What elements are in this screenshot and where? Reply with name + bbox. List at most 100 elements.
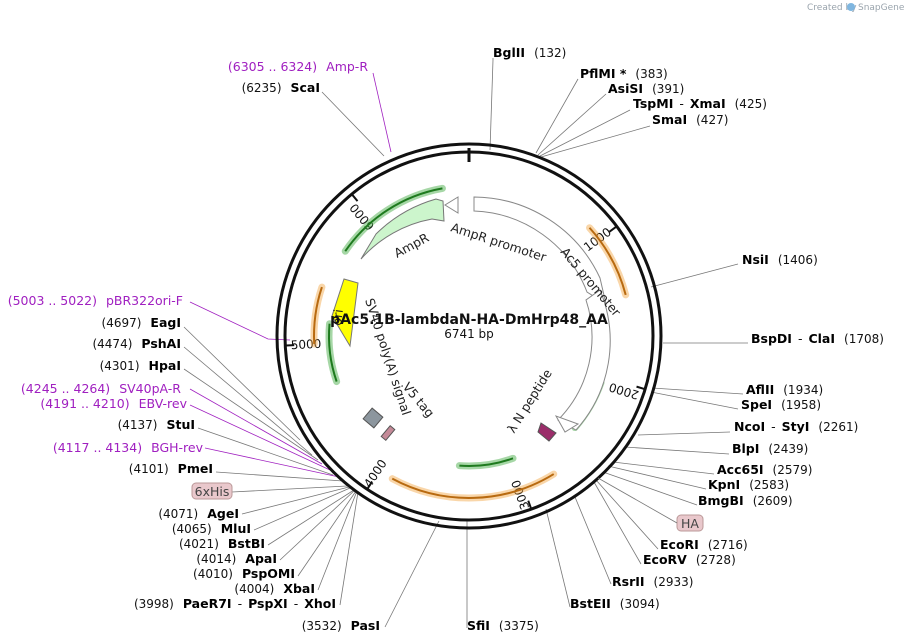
primer-label-amp-r: (6305 .. 6324)Amp-R bbox=[228, 59, 368, 74]
site-label-ecorv: EcoRV(2728) bbox=[643, 552, 736, 567]
site-label-bsteii: BstEII(3094) bbox=[570, 596, 660, 611]
credit-brand: SnapGene bbox=[858, 3, 905, 13]
leader-line-blpi bbox=[624, 446, 730, 455]
ori-feature bbox=[331, 278, 359, 348]
orf-arc-5 bbox=[459, 457, 514, 467]
leader-line-primer-ampr bbox=[372, 72, 392, 153]
site-label-sfii: SfiI(3375) bbox=[467, 618, 539, 633]
site-label-ncoi-styi: NcoI-StyI(2261) bbox=[734, 419, 858, 434]
v5-tag-block bbox=[380, 425, 396, 441]
svg-text:6xHis: 6xHis bbox=[195, 484, 230, 499]
site-label-acc65i: Acc65I(2579) bbox=[717, 462, 812, 477]
site-label-pmei: (4101)PmeI bbox=[129, 461, 213, 476]
ruler-tick-4000 bbox=[366, 481, 373, 489]
leader-line-kpni bbox=[607, 465, 707, 490]
ac5-promoter-body bbox=[557, 289, 611, 431]
site-label-nsii: NsiI(1406) bbox=[742, 252, 818, 267]
leader-line-apai bbox=[279, 489, 356, 561]
badge-ha: HA bbox=[676, 514, 704, 532]
leader-line-ecori bbox=[595, 479, 659, 550]
leader-line-bstbi bbox=[267, 489, 355, 546]
feature-label-ori: ori bbox=[329, 308, 346, 326]
site-label-tspmi-xmai: TspMI-XmaI(425) bbox=[633, 96, 767, 111]
credit-text: Created by bbox=[807, 3, 857, 13]
site-label-kpni: KpnI(2583) bbox=[708, 477, 789, 492]
leader-line-rsrii bbox=[574, 496, 612, 585]
ruler-tick-3000 bbox=[527, 500, 532, 509]
feature-label-lambda-n: λ N peptide bbox=[504, 366, 555, 435]
site-label-hpai: (4301)HpaI bbox=[100, 358, 181, 373]
ampr-promoter-head bbox=[444, 196, 459, 214]
plasmid-name: pAc5.1B-lambdaN-HA-DmHrp48_AA bbox=[330, 312, 608, 328]
leader-line-paer7i bbox=[339, 491, 359, 606]
leader-line-agei bbox=[241, 486, 350, 515]
feature-label-ampr: AmpR bbox=[391, 230, 431, 261]
leader-line-xbai bbox=[317, 490, 358, 591]
site-label-bmgbi: BmgBI(2609) bbox=[698, 493, 793, 508]
leader-line-mlui bbox=[253, 487, 351, 531]
primer-label-sv40pa-r: (4245 .. 4264)SV40pA-R bbox=[21, 381, 181, 396]
leader-line-pflmi bbox=[535, 78, 579, 154]
site-label-pasi: (3532)PasI bbox=[302, 618, 380, 633]
site-label-pflmi: PflMI *(383) bbox=[580, 66, 668, 81]
orf-arc-2 bbox=[391, 473, 555, 499]
leader-line-acc65i bbox=[612, 461, 715, 475]
orf-arc-6 bbox=[328, 323, 338, 382]
leader-line-asisi bbox=[537, 93, 607, 156]
backbone-outer-strand bbox=[275, 142, 663, 530]
ac5-promoter-head bbox=[554, 415, 580, 433]
site-label-scai: (6235)ScaI bbox=[242, 80, 320, 95]
site-label-spei: SpeI(1958) bbox=[741, 397, 821, 412]
sv40-polya-block bbox=[362, 407, 384, 429]
site-label-mlui: (4065)MluI bbox=[172, 521, 251, 536]
leader-line-primer-bgh bbox=[204, 447, 340, 478]
ampr-gene bbox=[360, 198, 445, 260]
svg-text:HA: HA bbox=[681, 516, 699, 531]
primer-label-bgh-rev: (4117 .. 4134)BGH-rev bbox=[53, 440, 204, 455]
site-label-bglii: BglII(132) bbox=[493, 45, 566, 60]
ruler-tick-6000 bbox=[351, 194, 359, 202]
leader-line-tspmi bbox=[539, 109, 631, 157]
site-label-agei: (4071)AgeI bbox=[158, 506, 239, 521]
orf-arc-7 bbox=[344, 187, 443, 252]
site-label-aflii: AflII(1934) bbox=[746, 382, 823, 397]
leader-line-bglii bbox=[489, 58, 494, 151]
site-label-xbai: (4004)XbaI bbox=[234, 581, 315, 596]
site-label-blpi: BlpI(2439) bbox=[732, 441, 808, 456]
leader-line-nsii bbox=[650, 263, 739, 288]
site-label-apai: (4014)ApaI bbox=[196, 551, 277, 566]
leader-line-scai bbox=[321, 91, 385, 157]
snapgene-logo bbox=[847, 3, 855, 11]
ruler-label-4000: 4000 bbox=[361, 457, 390, 490]
leader-line-bsteii bbox=[545, 508, 571, 608]
leader-line-pspomi bbox=[297, 490, 357, 577]
primer-label-ebv-rev: (4191 .. 4210)EBV-rev bbox=[40, 396, 187, 411]
leader-line-ha bbox=[597, 477, 678, 524]
leader-lines bbox=[183, 58, 748, 628]
site-label-paer7i-pspxi-xhoi: (3998)PaeR7I-PspXI-XhoI bbox=[134, 596, 336, 611]
leader-line-eagi bbox=[183, 326, 301, 441]
ac5-promoter-arrow bbox=[473, 196, 607, 306]
leader-line-aflii bbox=[651, 387, 744, 395]
ruler-label-2000: 2000 bbox=[607, 380, 640, 402]
site-label-asisi: AsiSI(391) bbox=[608, 81, 684, 96]
site-label-eagi: (4697)EagI bbox=[102, 315, 181, 330]
leader-line-hpai bbox=[183, 368, 319, 461]
lambda-n-peptide-block bbox=[537, 422, 557, 442]
leader-line-pshai bbox=[183, 346, 313, 456]
leader-line-smai bbox=[540, 125, 651, 158]
leader-line-ncoi bbox=[637, 431, 731, 436]
site-label-stui: (4137)StuI bbox=[118, 417, 195, 432]
primer-label-pbr322ori-f: (5003 .. 5022)pBR322ori-F bbox=[8, 293, 183, 308]
leader-line-pmei bbox=[215, 471, 344, 482]
ruler-tick-1000 bbox=[608, 226, 617, 233]
orf-arc-1 bbox=[588, 227, 627, 296]
leader-line-6xhis bbox=[231, 485, 348, 493]
leader-line-primer-pbr322ori bbox=[189, 301, 291, 341]
site-label-pspomi: (4010)PspOMI bbox=[193, 566, 295, 581]
leader-line-pasi bbox=[384, 520, 440, 628]
site-label-rsrii: RsrII(2933) bbox=[612, 574, 693, 589]
leader-line-primer-sv40pa bbox=[189, 388, 323, 465]
leader-line-primer-ebv bbox=[189, 404, 331, 471]
